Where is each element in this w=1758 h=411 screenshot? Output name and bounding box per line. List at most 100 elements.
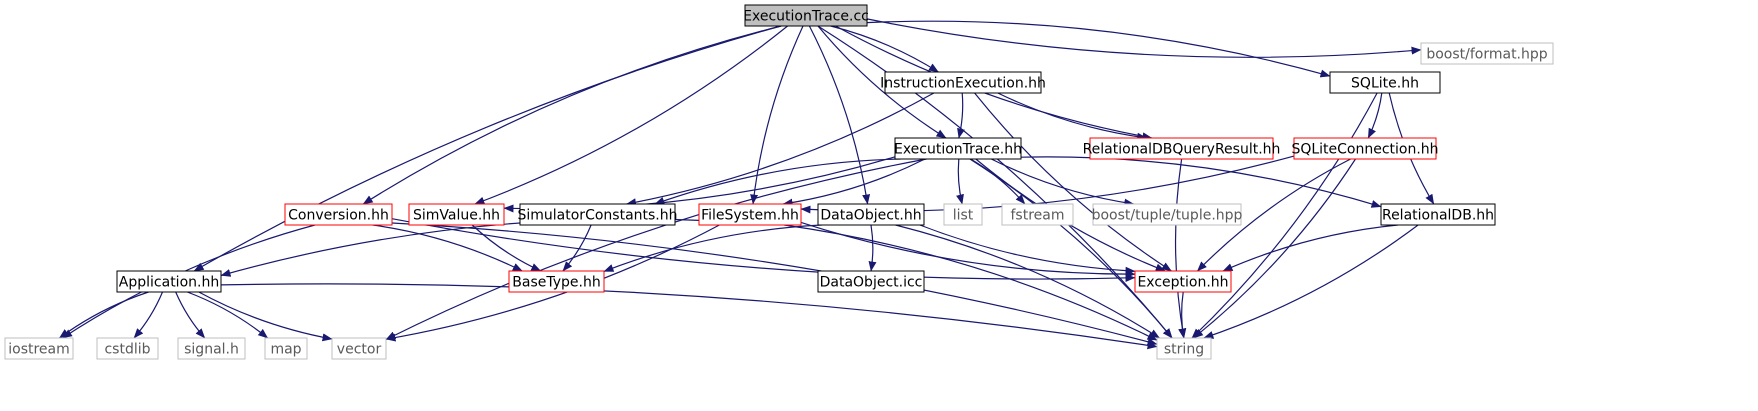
node-sqlitecon[interactable]: SQLiteConnection.hh — [1291, 137, 1439, 160]
node-box — [698, 203, 802, 226]
node-fs[interactable]: FileSystem.hh — [698, 203, 802, 226]
node-label: boost/tuple/tuple.hpp — [1092, 208, 1243, 224]
node-label: SQLiteConnection.hh — [1291, 142, 1438, 158]
node-box — [1134, 270, 1232, 293]
node-box — [884, 71, 1042, 94]
node-box — [519, 203, 676, 226]
edge-reldb-to-string — [1203, 224, 1419, 339]
node-label: DataObject.hh — [820, 208, 921, 224]
edge-exechh-to-string — [969, 158, 1173, 339]
node-label: FileSystem.hh — [701, 208, 799, 224]
edge-root-to-reldbqr — [835, 25, 1153, 141]
node-sqlite[interactable]: SQLite.hh — [1329, 71, 1441, 94]
edge-dataobj-to-dataicc — [868, 224, 877, 272]
node-box — [264, 337, 308, 360]
edge-app-to-map — [187, 291, 269, 339]
node-box — [1156, 337, 1212, 360]
edge-conv-to-basetype — [372, 224, 523, 272]
edge-dataobj-to-string — [895, 224, 1160, 339]
edge-app-to-signal — [175, 291, 206, 339]
node-boostfmt: boost/format.hpp — [1420, 42, 1554, 65]
edge-root-to-fs — [750, 25, 804, 205]
node-map: map — [264, 337, 308, 360]
node-cstdlib: cstdlib — [96, 337, 159, 360]
node-iostream: iostream — [4, 337, 74, 360]
node-label: signal.h — [184, 342, 239, 358]
node-label: RelationalDBQueryResult.hh — [1083, 142, 1281, 158]
node-label: Application.hh — [119, 275, 219, 291]
node-label: SimValue.hh — [413, 208, 500, 224]
node-box — [116, 270, 222, 293]
node-box — [1092, 203, 1242, 226]
node-simval[interactable]: SimValue.hh — [408, 203, 505, 226]
node-label: cstdlib — [104, 342, 150, 358]
node-dataicc[interactable]: DataObject.icc — [817, 270, 925, 293]
node-label: Exception.hh — [1137, 275, 1228, 291]
node-fstream: fstream — [1001, 203, 1074, 226]
node-string: string — [1156, 337, 1212, 360]
edge-conv-to-string — [391, 222, 1158, 346]
node-box — [1380, 203, 1496, 226]
node-reldb[interactable]: RelationalDB.hh — [1380, 203, 1496, 226]
edge-fs-to-string — [783, 224, 1158, 341]
edge-root-to-dataobj — [808, 25, 871, 205]
node-box — [508, 270, 605, 293]
edge-instr-to-reldbqr — [997, 92, 1148, 141]
edge-dataobj-to-basetype — [603, 224, 822, 272]
edge-instr-to-exechh — [957, 92, 965, 139]
node-basetype[interactable]: BaseType.hh — [508, 270, 605, 293]
edge-instr-to-simconst — [626, 92, 935, 207]
node-label: ExecutionTrace.hh — [894, 142, 1022, 158]
node-app[interactable]: Application.hh — [116, 270, 222, 293]
edge-exechh-to-fstream — [970, 158, 1026, 205]
node-box — [943, 203, 983, 226]
edge-exechh-to-reldb — [1020, 156, 1382, 208]
node-label: SQLite.hh — [1351, 76, 1419, 92]
edge-exc-to-string — [1178, 291, 1187, 339]
edge-app-to-iostream — [58, 291, 149, 339]
node-box — [177, 337, 246, 360]
edge-sqlitecon-to-string — [1193, 158, 1357, 339]
edge-sqlite-to-string — [1191, 92, 1378, 339]
edge-exechh-to-simval — [503, 156, 896, 213]
node-label: Conversion.hh — [288, 208, 389, 224]
node-exc[interactable]: Exception.hh — [1134, 270, 1232, 293]
node-label: vector — [337, 342, 382, 358]
node-instr[interactable]: InstructionExecution.hh — [880, 71, 1046, 94]
node-signal: signal.h — [177, 337, 246, 360]
node-list: list — [943, 203, 983, 226]
node-box — [331, 337, 387, 360]
nodes-layer: ExecutionTrace.ccInstructionExecution.hh… — [4, 4, 1554, 360]
edge-root-to-instr — [830, 25, 939, 73]
edge-fs-to-vector — [385, 224, 720, 342]
node-box — [1329, 71, 1441, 94]
node-label: DataObject.icc — [820, 275, 923, 291]
node-label: string — [1164, 342, 1204, 358]
node-label: SimulatorConstants.hh — [518, 208, 678, 224]
edge-simconst-to-basetype — [562, 224, 592, 272]
node-reldbqr[interactable]: RelationalDBQueryResult.hh — [1083, 137, 1281, 160]
node-box — [817, 203, 925, 226]
node-tuple: boost/tuple/tuple.hpp — [1092, 203, 1243, 226]
node-label: list — [953, 208, 974, 224]
edge-root-to-conv — [362, 25, 782, 205]
node-root[interactable]: ExecutionTrace.cc — [743, 4, 869, 27]
edge-root-to-simval — [474, 25, 788, 205]
edge-exechh-to-list — [956, 158, 964, 205]
node-dataobj[interactable]: DataObject.hh — [817, 203, 925, 226]
edge-root-to-app — [193, 25, 782, 272]
edge-app-to-vector — [198, 291, 333, 342]
node-conv[interactable]: Conversion.hh — [284, 203, 393, 226]
node-simconst[interactable]: SimulatorConstants.hh — [518, 203, 678, 226]
edge-exechh-to-fs — [782, 158, 926, 207]
edge-app-to-string — [220, 283, 1158, 350]
node-exechh[interactable]: ExecutionTrace.hh — [894, 137, 1022, 160]
edge-dataobj-to-exc — [919, 224, 1136, 275]
edge-sqlitecon-to-exc — [1196, 158, 1351, 272]
node-label: boost/format.hpp — [1426, 47, 1547, 63]
node-label: map — [270, 342, 301, 358]
node-label: InstructionExecution.hh — [880, 76, 1046, 92]
node-label: RelationalDB.hh — [1382, 208, 1494, 224]
edge-exechh-to-simconst — [654, 158, 901, 205]
